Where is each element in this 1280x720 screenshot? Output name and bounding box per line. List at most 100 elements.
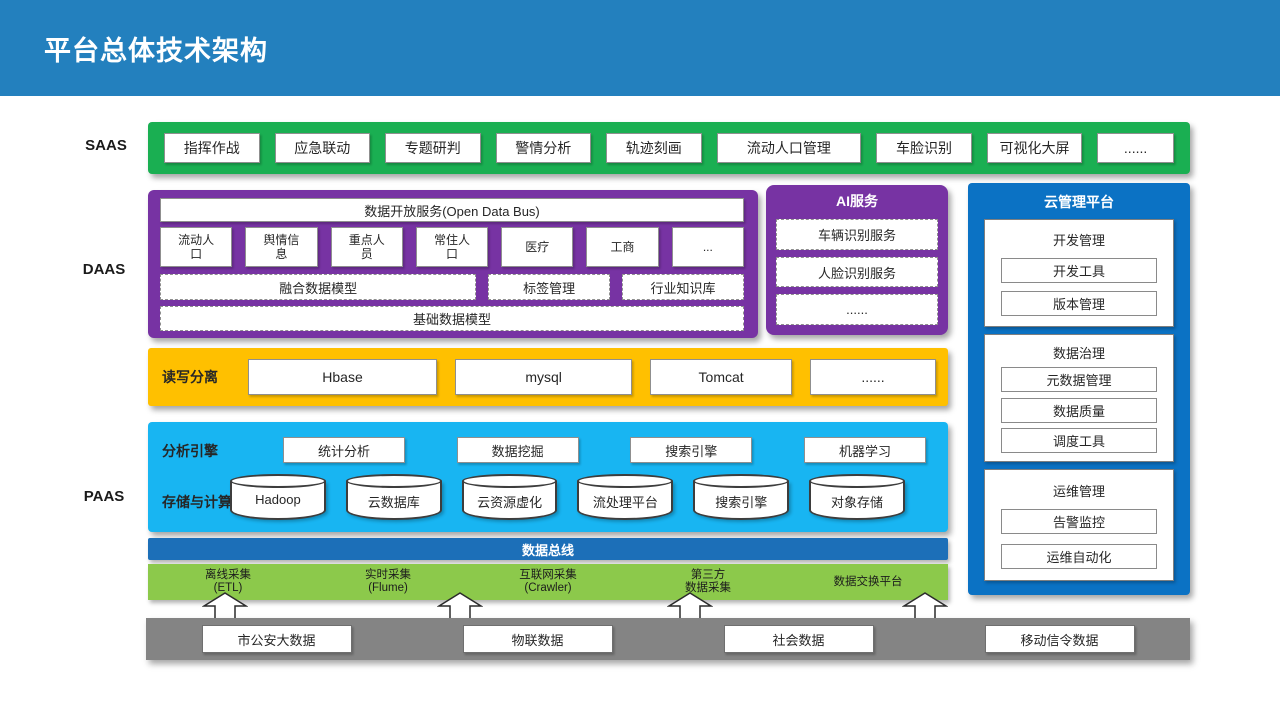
saas-item-population: 流动人口管理 [716, 133, 862, 163]
offline-collection-etl: 离线采集 (ETL) [205, 569, 251, 594]
iot-data-source: 物联数据 [462, 625, 613, 653]
database-cylinder-icon: 流处理平台 [577, 474, 674, 520]
rw-more-box: ...... [809, 359, 936, 395]
daas-box-floating-pop: 流动人 口 [160, 227, 233, 267]
ops-management-title: 运维管理 [1052, 484, 1105, 500]
dev-management-title: 开发管理 [1052, 233, 1105, 249]
daas-data-row: 流动人 口 舆情信 息 重点人 员 常住人 口 医疗 工商 ... [160, 227, 744, 267]
ops-management-section: 运维管理 告警监控 运维自动化 [984, 468, 1174, 581]
ai-face-recognition: 人脸识别服务 [776, 256, 938, 288]
cylinder-top [230, 474, 326, 488]
cylinder-top [461, 474, 558, 488]
realtime-collection-flume: 实时采集 (Flume) [365, 569, 411, 594]
cylinder-top [693, 474, 790, 488]
open-data-bus: 数据开放服务(Open Data Bus) [160, 198, 744, 222]
stream-platform-label: 流处理平台 [592, 495, 658, 510]
layer-label-saas: SAAS [85, 137, 127, 154]
cloud-management-container: 云管理平台 开发管理 开发工具 版本管理 数据治理 元数据管理 数据质量 调度工… [968, 183, 1190, 595]
hadoop-label: Hadoop [255, 492, 301, 507]
data-sources-bar: 市公安大数据 物联数据 社会数据 移动信令数据 [146, 618, 1190, 660]
metadata-management: 元数据管理 [1001, 367, 1157, 393]
cylinder-top [577, 474, 674, 488]
ops-automation: 运维自动化 [1001, 543, 1157, 569]
database-cylinder-icon: 云资源虚化 [461, 474, 558, 520]
page-title: 平台总体技术架构 [44, 35, 268, 66]
internet-collection-crawler: 互联网采集 (Crawler) [519, 569, 577, 594]
cylinder-top [345, 474, 442, 488]
saas-item-trajectory: 轨迹刻画 [606, 133, 702, 163]
daas-base-row: 基础数据模型 [160, 306, 744, 331]
ai-vehicle-recognition: 车辆识别服务 [776, 219, 938, 250]
cloud-virtualization-label: 云资源虚化 [477, 495, 543, 510]
database-cylinder-icon: Hadoop [230, 474, 326, 520]
hbase-box: Hbase [248, 359, 438, 395]
saas-item-alert-analysis: 警情分析 [495, 133, 591, 163]
social-data-source: 社会数据 [723, 625, 874, 653]
daas-layer-container: 数据开放服务(Open Data Bus) 流动人 口 舆情信 息 重点人 员 … [148, 190, 758, 338]
read-write-split-container: 读写分离 Hbase mysql Tomcat ...... [148, 348, 948, 406]
cloud-database-label: 云数据库 [367, 495, 420, 510]
data-bus-bar: 数据总线 [148, 538, 948, 560]
data-exchange-platform: 数据交换平台 [833, 575, 903, 588]
storage-compute-row: Hadoop 云数据库 云资源虚化 流处理平台 搜索引擎 [230, 474, 905, 520]
database-cylinder-icon: 对象存储 [809, 474, 905, 520]
object-storage-label: 对象存储 [831, 495, 884, 510]
mysql-box: mysql [455, 359, 633, 395]
analysis-engine-label: 分析引擎 [162, 443, 218, 459]
daas-box-sentiment: 舆情信 息 [245, 227, 318, 267]
daas-box-more: ... [671, 227, 744, 267]
search-engine-analysis: 搜索引擎 [630, 437, 753, 463]
cloud-sections: 开发管理 开发工具 版本管理 数据治理 元数据管理 数据质量 调度工具 运维管理… [984, 219, 1174, 581]
saas-layer-container: 指挥作战 应急联动 专题研判 警情分析 轨迹刻画 流动人口管理 车脸识别 可视化… [148, 122, 1190, 174]
version-management: 版本管理 [1001, 291, 1157, 317]
third-party-collection: 第三方 数据采集 [685, 569, 731, 594]
up-arrow-icon [667, 592, 713, 620]
statistical-analysis: 统计分析 [283, 437, 405, 463]
analysis-engine-row: 统计分析 数据挖掘 搜索引擎 机器学习 [283, 437, 926, 463]
daas-box-resident-pop: 常住人 口 [415, 227, 489, 267]
mobile-signal-data-source: 移动信令数据 [984, 625, 1135, 653]
daas-box-medical: 医疗 [501, 227, 574, 267]
layer-label-daas: DAAS [82, 261, 126, 278]
search-engine-storage-label: 搜索引擎 [715, 495, 768, 510]
collection-layer-bar: 离线采集 (ETL) 实时采集 (Flume) 互联网采集 (Crawler) … [148, 564, 948, 600]
read-write-split-items: Hbase mysql Tomcat ...... [248, 359, 936, 395]
alarm-monitoring: 告警监控 [1001, 509, 1157, 535]
saas-item-vehicle-face: 车脸识别 [876, 133, 972, 163]
saas-item-research: 专题研判 [385, 133, 481, 163]
data-quality: 数据质量 [1001, 397, 1157, 423]
cylinder-top [809, 474, 905, 488]
daas-box-business: 工商 [586, 227, 659, 267]
data-governance-section: 数据治理 元数据管理 数据质量 调度工具 [984, 334, 1174, 462]
database-cylinder-icon: 搜索引擎 [693, 474, 790, 520]
cloud-management-title: 云管理平台 [1044, 194, 1114, 210]
machine-learning: 机器学习 [803, 437, 926, 463]
ai-services-container: AI服务 车辆识别服务 人脸识别服务 ...... [766, 185, 948, 335]
ai-more: ...... [776, 294, 938, 326]
police-bigdata-source: 市公安大数据 [201, 625, 352, 653]
saas-item-more: ...... [1097, 133, 1174, 163]
saas-item-command: 指挥作战 [164, 133, 260, 163]
daas-box-key-persons: 重点人 员 [330, 227, 403, 267]
up-arrow-icon [902, 592, 948, 620]
up-arrow-icon [437, 592, 483, 620]
dev-management-section: 开发管理 开发工具 版本管理 [984, 219, 1174, 328]
fusion-data-model: 融合数据模型 [160, 274, 477, 300]
header-bar: 平台总体技术架构 [0, 0, 1280, 96]
base-data-model: 基础数据模型 [160, 306, 744, 331]
scheduling-tools: 调度工具 [1001, 428, 1157, 454]
storage-compute-label: 存储与计算 [162, 494, 232, 510]
tag-management: 标签管理 [488, 274, 611, 300]
industry-knowledge-base: 行业知识库 [622, 274, 744, 300]
saas-item-bigscreen: 可视化大屏 [986, 133, 1083, 163]
dev-tools: 开发工具 [1001, 257, 1157, 283]
layer-label-paas: PAAS [83, 488, 125, 505]
tomcat-box: Tomcat [650, 359, 792, 395]
database-cylinder-icon: 云数据库 [345, 474, 442, 520]
read-write-split-label: 读写分离 [162, 369, 218, 385]
saas-item-emergency: 应急联动 [274, 133, 370, 163]
data-governance-title: 数据治理 [1052, 345, 1105, 361]
paas-layer-container: 分析引擎 统计分析 数据挖掘 搜索引擎 机器学习 存储与计算 Hadoop 云数… [148, 422, 948, 532]
data-mining: 数据挖掘 [456, 437, 579, 463]
up-arrow-icon [202, 592, 248, 620]
